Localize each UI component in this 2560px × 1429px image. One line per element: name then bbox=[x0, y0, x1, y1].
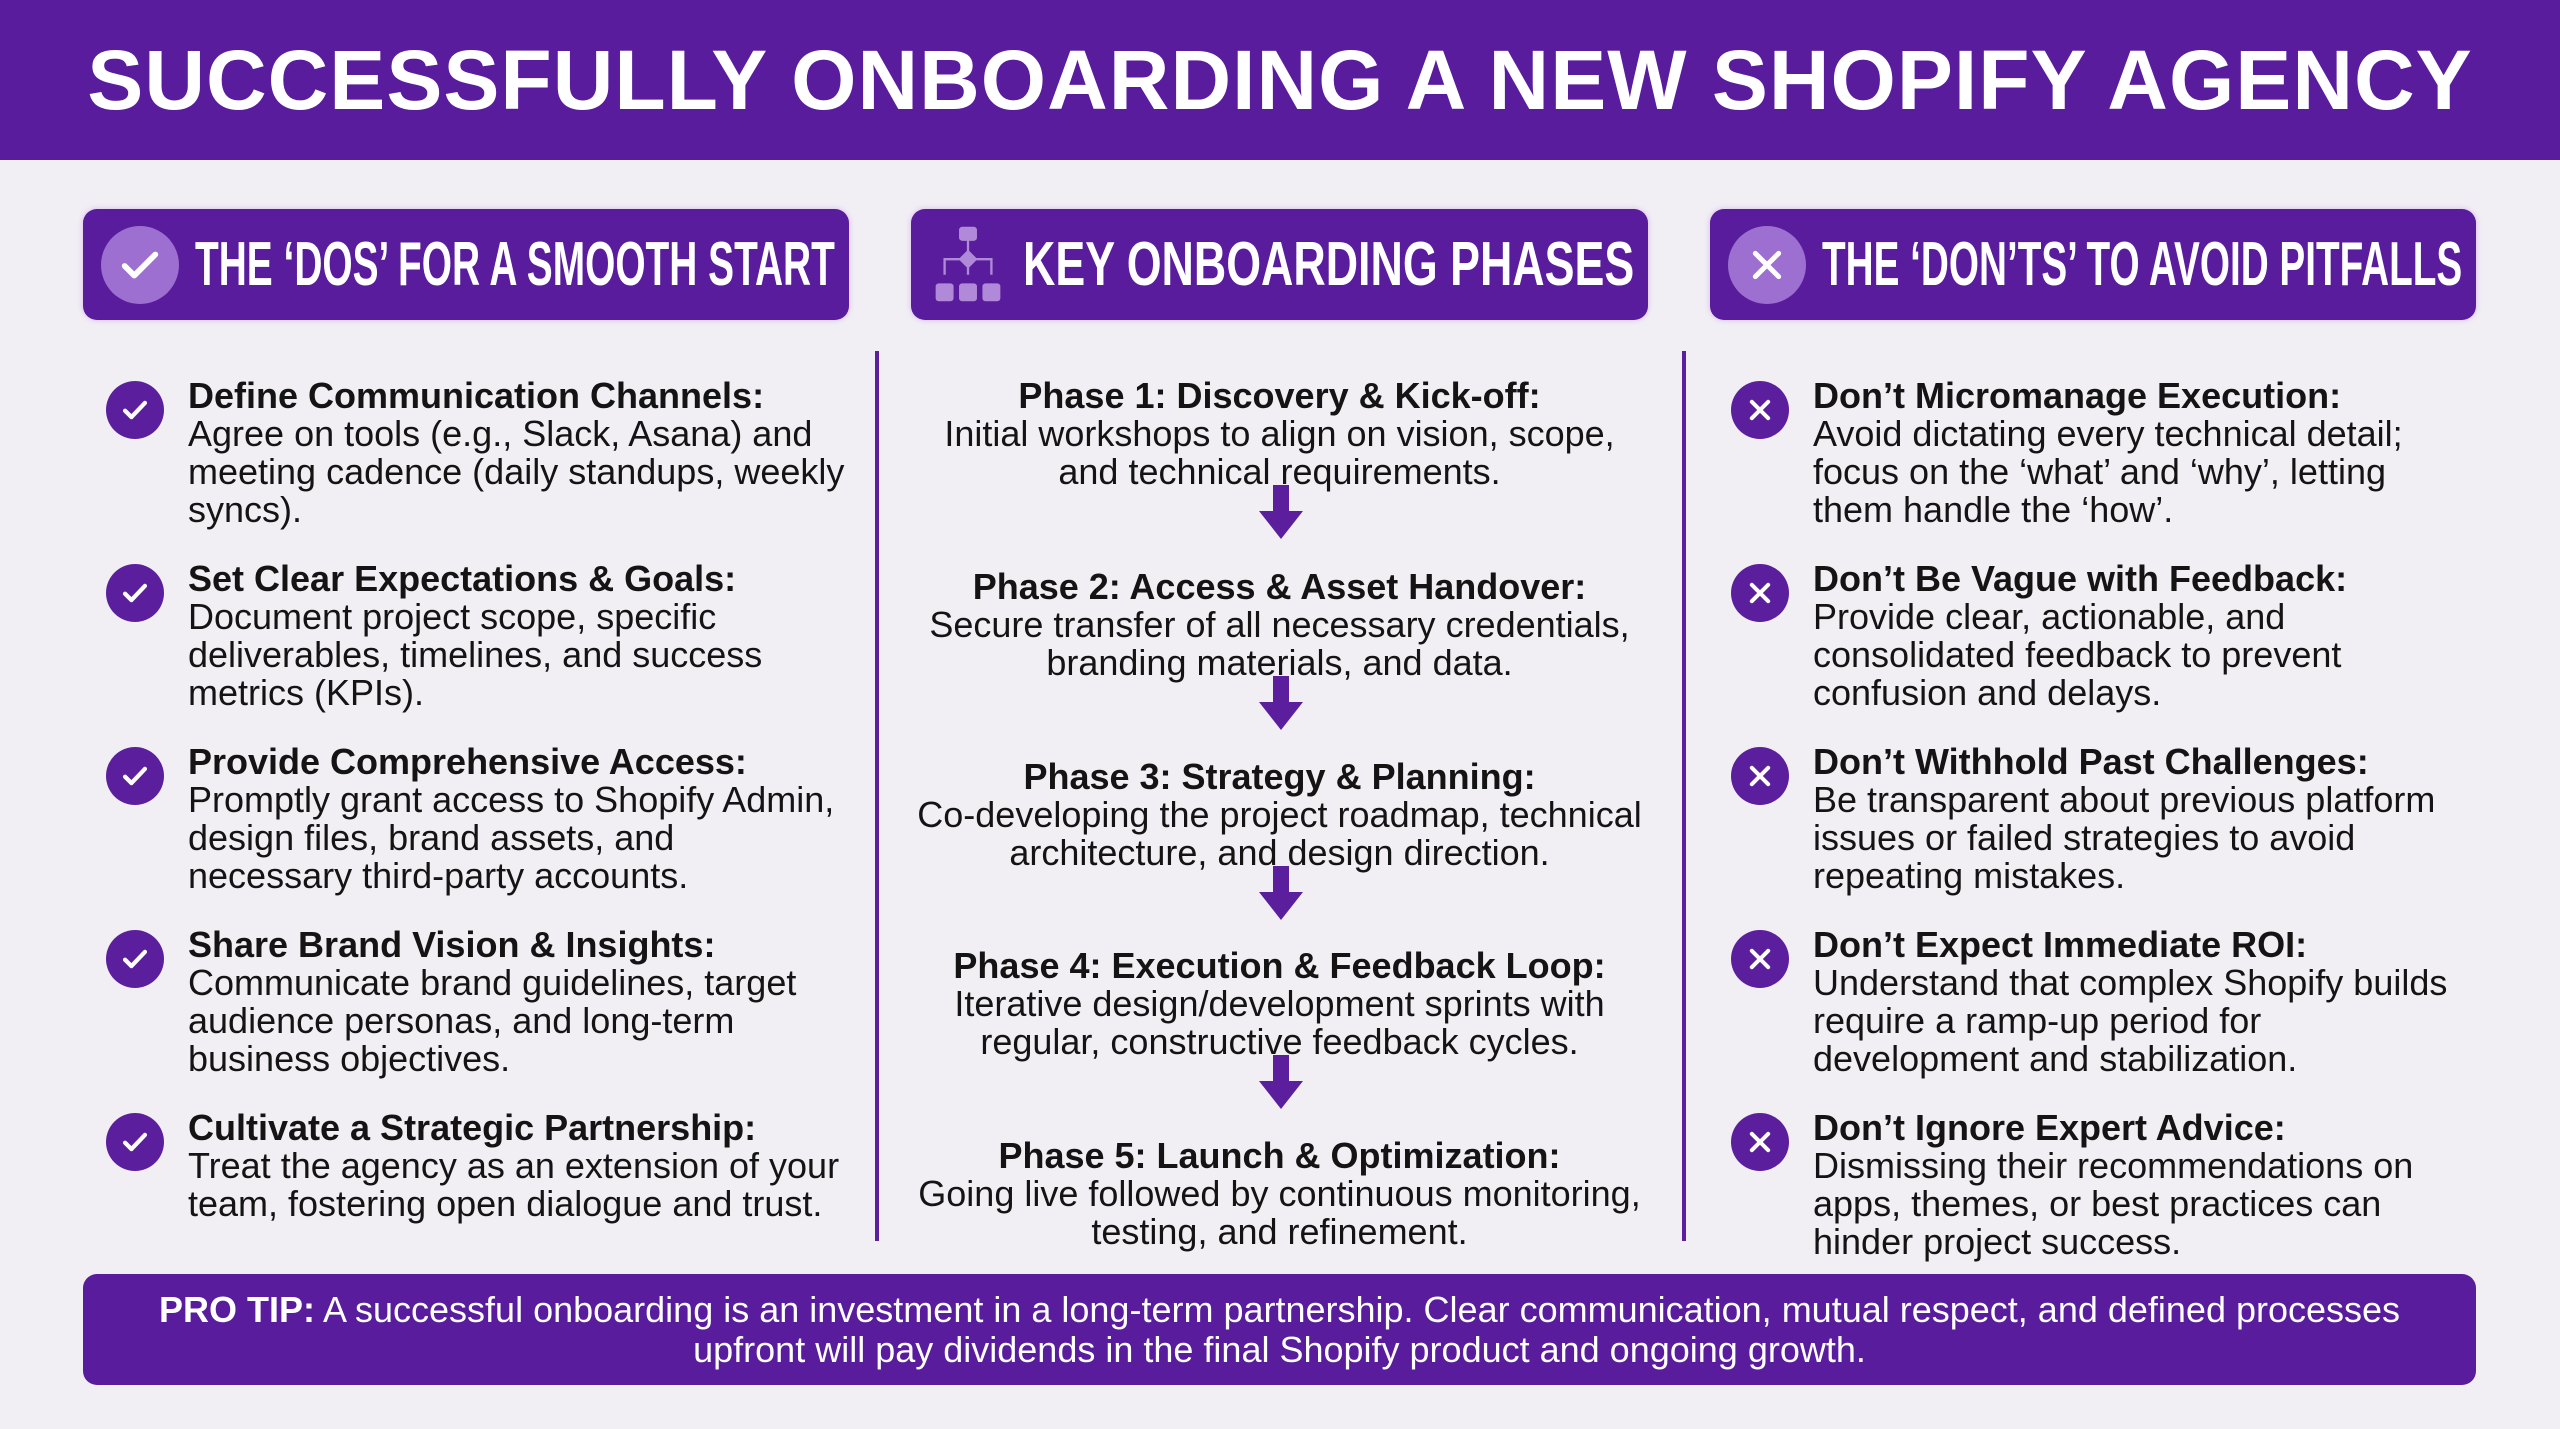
x-icon bbox=[1731, 381, 1789, 439]
phase-item: Phase 2: Access & Asset Handover:Secure … bbox=[911, 568, 1648, 682]
item-title: Share Brand Vision & Insights: bbox=[188, 924, 716, 965]
item-title: Don’t Withhold Past Challenges: bbox=[1813, 741, 2369, 782]
do-item: Define Communication Channels:Agree on t… bbox=[106, 375, 848, 530]
phase-item: Phase 3: Strategy & Planning:Co-developi… bbox=[911, 758, 1648, 872]
x-icon bbox=[1731, 564, 1789, 622]
phase-text: Iterative design/development sprints wit… bbox=[954, 983, 1605, 1062]
item-text: Treat the agency as an extension of your… bbox=[188, 1145, 840, 1224]
check-icon bbox=[106, 381, 164, 439]
column-divider bbox=[1682, 351, 1686, 1241]
item-title: Don’t Micromanage Execution: bbox=[1813, 375, 2342, 416]
arrow-down-icon bbox=[1259, 866, 1303, 920]
column-divider bbox=[875, 351, 879, 1241]
dont-item: Don’t Ignore Expert Advice:Dismissing th… bbox=[1731, 1107, 2473, 1262]
x-icon bbox=[1731, 747, 1789, 805]
phase-title: Phase 4: Execution & Feedback Loop: bbox=[953, 945, 1606, 986]
phase-text: Going live followed by continuous monito… bbox=[918, 1173, 1641, 1252]
do-item: Share Brand Vision & Insights:Communicat… bbox=[106, 924, 848, 1079]
dont-item: Don’t Withhold Past Challenges:Be transp… bbox=[1731, 741, 2473, 896]
item-title: Provide Comprehensive Access: bbox=[188, 741, 747, 782]
do-item: Provide Comprehensive Access:Promptly gr… bbox=[106, 741, 848, 896]
item-text: Promptly grant access to Shopify Admin, … bbox=[188, 779, 835, 896]
phases-heading: KEY ONBOARDING PHASES bbox=[1023, 229, 1635, 299]
pro-tip-label: PRO TIP: bbox=[158, 1288, 315, 1330]
phase-text: Secure transfer of all necessary credent… bbox=[929, 604, 1630, 683]
page-title: SUCCESSFULLY ONBOARDING A NEW SHOPIFY AG… bbox=[87, 32, 2473, 127]
x-icon bbox=[1731, 1113, 1789, 1171]
item-text: Document project scope, specific deliver… bbox=[188, 596, 763, 713]
x-circle-icon bbox=[1728, 225, 1806, 304]
check-icon bbox=[106, 747, 164, 805]
phase-title: Phase 3: Strategy & Planning: bbox=[1023, 756, 1536, 797]
item-text: Avoid dictating every technical detail; … bbox=[1813, 413, 2403, 530]
arrow-down-icon bbox=[1259, 1055, 1303, 1109]
phase-title: Phase 2: Access & Asset Handover: bbox=[972, 566, 1587, 607]
check-icon bbox=[106, 564, 164, 622]
phase-item: Phase 1: Discovery & Kick-off:Initial wo… bbox=[911, 377, 1648, 491]
dos-header: THE ‘DOS’ FOR A SMOOTH START bbox=[83, 209, 849, 320]
check-icon bbox=[106, 930, 164, 988]
dont-item: Don’t Be Vague with Feedback:Provide cle… bbox=[1731, 558, 2473, 713]
item-title: Don’t Be Vague with Feedback: bbox=[1813, 558, 2348, 599]
item-text: Agree on tools (e.g., Slack, Asana) and … bbox=[188, 413, 845, 530]
title-bar: SUCCESSFULLY ONBOARDING A NEW SHOPIFY AG… bbox=[0, 0, 2560, 160]
item-title: Cultivate a Strategic Partnership: bbox=[188, 1107, 757, 1148]
do-item: Set Clear Expectations & Goals:Document … bbox=[106, 558, 848, 713]
dont-item: Don’t Expect Immediate ROI:Understand th… bbox=[1731, 924, 2473, 1079]
item-title: Don’t Ignore Expert Advice: bbox=[1813, 1107, 2286, 1148]
do-item: Cultivate a Strategic Partnership:Treat … bbox=[106, 1107, 848, 1224]
phase-item: Phase 4: Execution & Feedback Loop:Itera… bbox=[911, 947, 1648, 1061]
item-text: Communicate brand guidelines, target aud… bbox=[188, 962, 797, 1079]
phase-text: Initial workshops to align on vision, sc… bbox=[944, 413, 1615, 492]
item-title: Don’t Expect Immediate ROI: bbox=[1813, 924, 2308, 965]
flowchart-icon bbox=[929, 226, 1007, 304]
dont-item: Don’t Micromanage Execution:Avoid dictat… bbox=[1731, 375, 2473, 530]
check-circle-icon bbox=[101, 225, 179, 304]
pro-tip-text: A successful onboarding is an investment… bbox=[322, 1288, 2401, 1370]
item-title: Set Clear Expectations & Goals: bbox=[188, 558, 737, 599]
phase-title: Phase 1: Discovery & Kick-off: bbox=[1018, 375, 1541, 416]
phase-text: Co-developing the project roadmap, techn… bbox=[917, 794, 1642, 873]
check-icon bbox=[106, 1113, 164, 1171]
phases-header: KEY ONBOARDING PHASES bbox=[911, 209, 1648, 320]
item-text: Dismissing their recommendations on apps… bbox=[1813, 1145, 2414, 1262]
arrow-down-icon bbox=[1259, 676, 1303, 730]
item-title: Define Communication Channels: bbox=[188, 375, 765, 416]
item-text: Provide clear, actionable, and consolida… bbox=[1813, 596, 2342, 713]
dos-heading: THE ‘DOS’ FOR A SMOOTH START bbox=[195, 229, 835, 299]
arrow-down-icon bbox=[1259, 485, 1303, 539]
x-icon bbox=[1731, 930, 1789, 988]
donts-heading: THE ‘DON’TS’ TO AVOID PITFALLS bbox=[1822, 229, 2463, 299]
pro-tip-banner: PRO TIP: A successful onboarding is an i… bbox=[83, 1274, 2476, 1385]
phase-title: Phase 5: Launch & Optimization: bbox=[998, 1135, 1561, 1176]
item-text: Understand that complex Shopify builds r… bbox=[1813, 962, 2448, 1079]
phase-item: Phase 5: Launch & Optimization:Going liv… bbox=[911, 1137, 1648, 1251]
item-text: Be transparent about previous platform i… bbox=[1813, 779, 2436, 896]
donts-header: THE ‘DON’TS’ TO AVOID PITFALLS bbox=[1710, 209, 2476, 320]
